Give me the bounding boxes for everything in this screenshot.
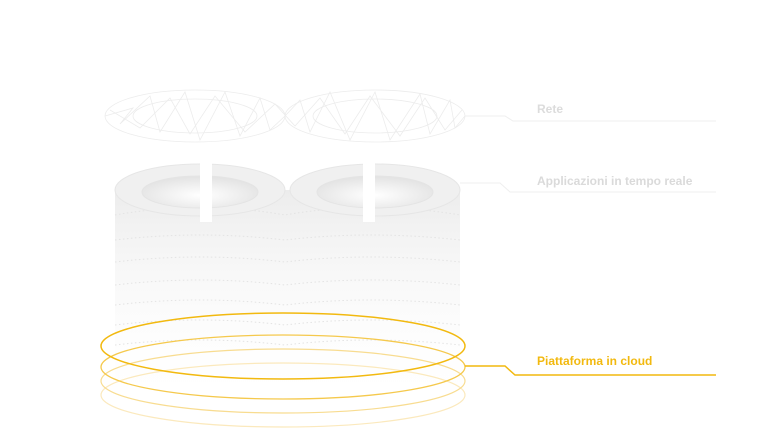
- cloud-layer: [100, 312, 466, 428]
- network-layer: [104, 89, 466, 143]
- apps-leader-line: [460, 182, 716, 193]
- cloud-leader-line: [465, 365, 716, 376]
- layer-label-cloud: Piattaforma in cloud: [537, 354, 653, 368]
- layer-label-network: Rete: [537, 102, 564, 116]
- layer-label-apps: Applicazioni in tempo reale: [537, 174, 693, 188]
- network-leader-line: [465, 115, 716, 122]
- apps-layer: [114, 162, 461, 410]
